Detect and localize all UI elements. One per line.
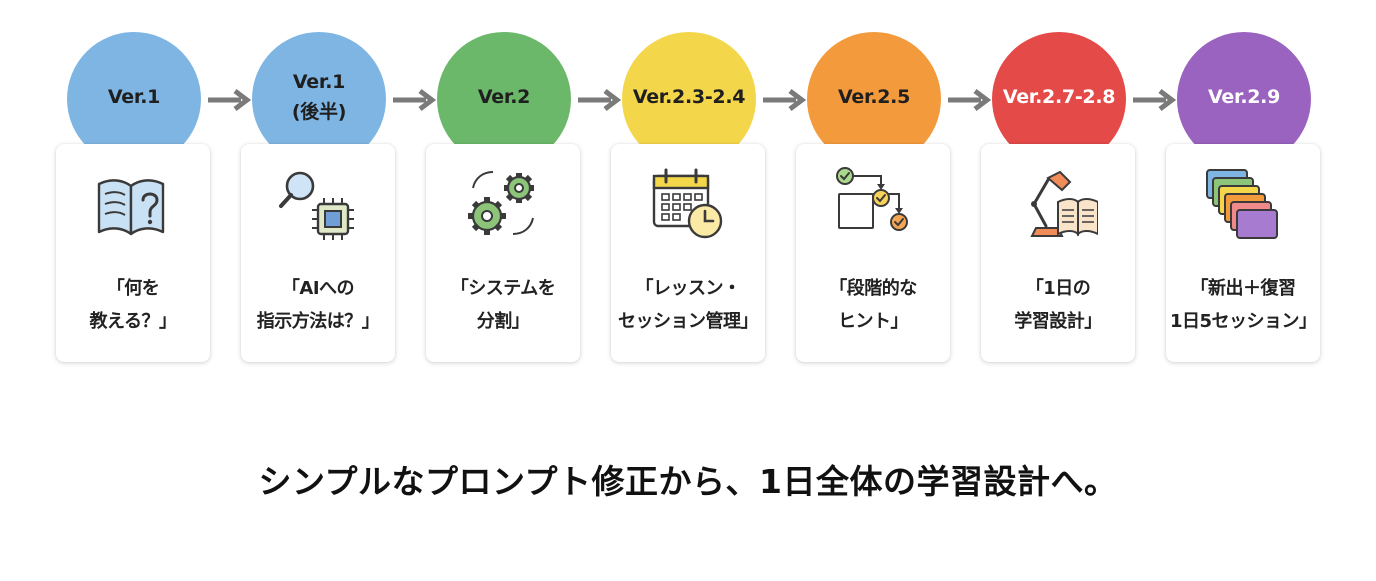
step-description: 「システムを 分割」	[450, 278, 556, 332]
step-ver2-3-2-4: Ver.2.3-2.4 「レッスン・ セッション管理」	[609, 32, 769, 364]
version-label: Ver.2.7-2.8	[1002, 86, 1116, 108]
step-description: 「AIへの 指示方法は？」	[256, 278, 380, 332]
step-card: 「システムを 分割」	[426, 144, 580, 362]
step-description: 「レッスン・ セッション管理」	[618, 278, 759, 332]
step-ver2-9: Ver.2.9 「新出＋復習 1日5セッション」	[1164, 32, 1324, 364]
open-book-question-icon	[93, 164, 173, 244]
calendar-clock-icon	[648, 164, 728, 244]
version-circle: Ver.2.7-2.8	[992, 32, 1126, 166]
arrow-right-icon	[947, 88, 993, 112]
step-ver1: Ver.1 「何を 教える？」	[54, 32, 214, 364]
step-description: 「何を 教える？」	[89, 278, 177, 332]
step-card: 「1日の 学習設計」	[981, 144, 1135, 362]
step-card: 「段階的な ヒント」	[796, 144, 950, 362]
step-description: 「1日の 学習設計」	[1014, 278, 1102, 332]
version-circle: Ver.2	[437, 32, 571, 166]
version-label: Ver.2	[477, 86, 531, 108]
step-description: 「新出＋復習 1日5セッション」	[1170, 278, 1317, 332]
step-ver1-latter: Ver.1 (後半) 「AIへの 指示方法は？」	[239, 32, 399, 364]
step-ver2-5: Ver.2.5	[794, 32, 954, 364]
version-circle: Ver.1 (後半)	[252, 32, 386, 166]
gears-icon	[463, 164, 543, 244]
version-label: Ver.2.3-2.4	[632, 86, 746, 108]
step-ver2-7-2-8: Ver.2.7-2.8 「1日の 学習設計」	[979, 32, 1139, 364]
arrow-right-icon	[207, 88, 253, 112]
version-label: Ver.1 (後半)	[291, 71, 347, 123]
step-card: 「レッスン・ セッション管理」	[611, 144, 765, 362]
arrow-right-icon	[392, 88, 438, 112]
step-description: 「段階的な ヒント」	[829, 278, 917, 332]
version-label: Ver.2.5	[838, 86, 910, 108]
arrow-right-icon	[577, 88, 623, 112]
version-circle: Ver.2.9	[1177, 32, 1311, 166]
arrow-right-icon	[762, 88, 808, 112]
stacked-cards-icon	[1203, 164, 1283, 244]
step-card: 「AIへの 指示方法は？」	[241, 144, 395, 362]
arrow-right-icon	[1132, 88, 1178, 112]
stepwise-checks-icon	[833, 164, 913, 244]
step-ver2: Ver.2 「システムを	[424, 32, 584, 364]
version-label: Ver.2.9	[1208, 86, 1280, 108]
magnifier-chip-icon	[278, 164, 358, 244]
summary-caption: シンプルなプロンプト修正から、1日全体の学習設計へ。	[258, 462, 1118, 501]
version-label: Ver.1	[107, 86, 161, 108]
version-circle: Ver.2.3-2.4	[622, 32, 756, 166]
version-circle: Ver.1	[67, 32, 201, 166]
desk-lamp-book-icon	[1018, 164, 1098, 244]
version-circle: Ver.2.5	[807, 32, 941, 166]
step-card: 「新出＋復習 1日5セッション」	[1166, 144, 1320, 362]
step-card: 「何を 教える？」	[56, 144, 210, 362]
